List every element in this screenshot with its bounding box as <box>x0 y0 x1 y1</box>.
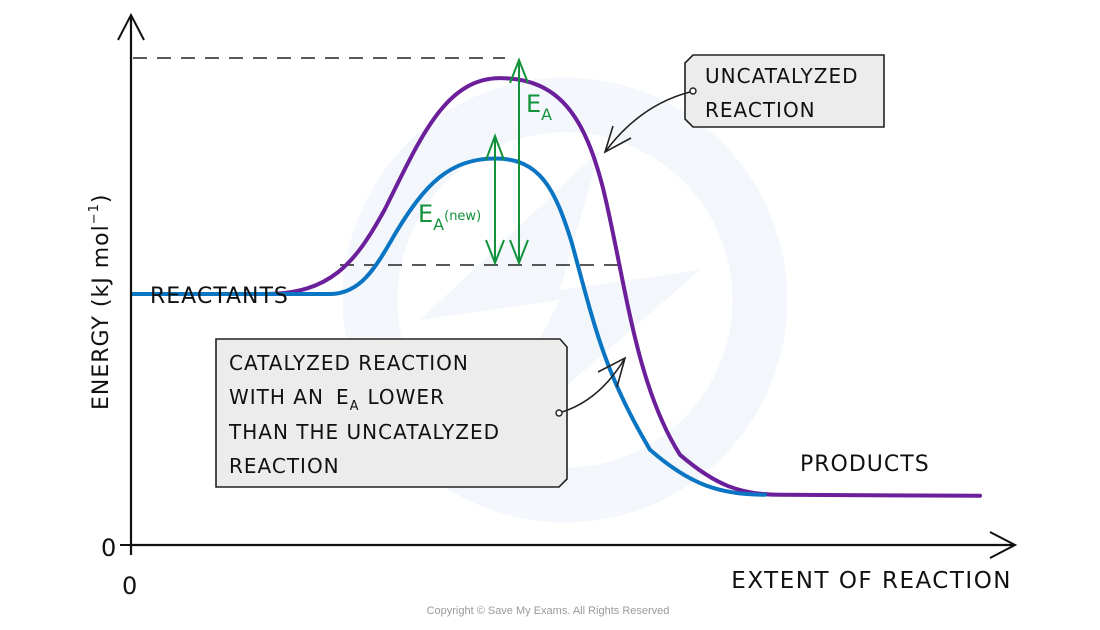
catalyzed-callout-line3: THAN THE UNCATALYZED <box>228 420 500 444</box>
ea-new-arrow <box>485 133 505 266</box>
callout-anchor-dot <box>555 409 563 417</box>
ea-new-label: EA(new) <box>418 200 481 234</box>
products-label: PRODUCTS <box>800 452 930 477</box>
uncatalyzed-callout: UNCATALYZED REACTION <box>603 54 885 154</box>
uncatalyzed-curve <box>131 76 982 498</box>
callout-pointer-arrow <box>561 357 626 413</box>
callout-pointer-arrow <box>604 91 691 153</box>
x-axis-arrowhead <box>989 531 1018 559</box>
callout-pointer-arrowhead <box>603 125 632 154</box>
ea-label: EA <box>526 90 552 124</box>
catalyzed-callout-line1: CATALYZED REACTION <box>229 351 469 375</box>
reactants-label: REACTANTS <box>150 284 289 309</box>
y-axis-arrowhead <box>117 12 145 41</box>
x-axis <box>131 531 1018 559</box>
callout-anchor-dot <box>689 87 697 95</box>
x-origin-label: 0 <box>122 572 137 600</box>
catalyzed-curve <box>131 156 767 497</box>
y-origin-label: 0 <box>101 534 116 562</box>
x-axis-label: EXTENT OF REACTION <box>731 568 1012 594</box>
svg-text:ENERGY (kJ mol−1): ENERGY (kJ mol−1) <box>87 193 114 410</box>
callout-pointer-arrowhead <box>597 356 627 388</box>
y-axis <box>117 12 145 555</box>
copyright-notice: Copyright © Save My Exams. All Rights Re… <box>427 605 670 617</box>
uncatalyzed-callout-line2: REACTION <box>705 98 816 122</box>
uncatalyzed-callout-line1: UNCATALYZED <box>705 64 858 88</box>
catalyzed-callout-line4: REACTION <box>229 454 340 478</box>
ea-arrow <box>509 57 529 266</box>
y-axis-label: ENERGY (kJ mol−1) <box>87 193 114 410</box>
